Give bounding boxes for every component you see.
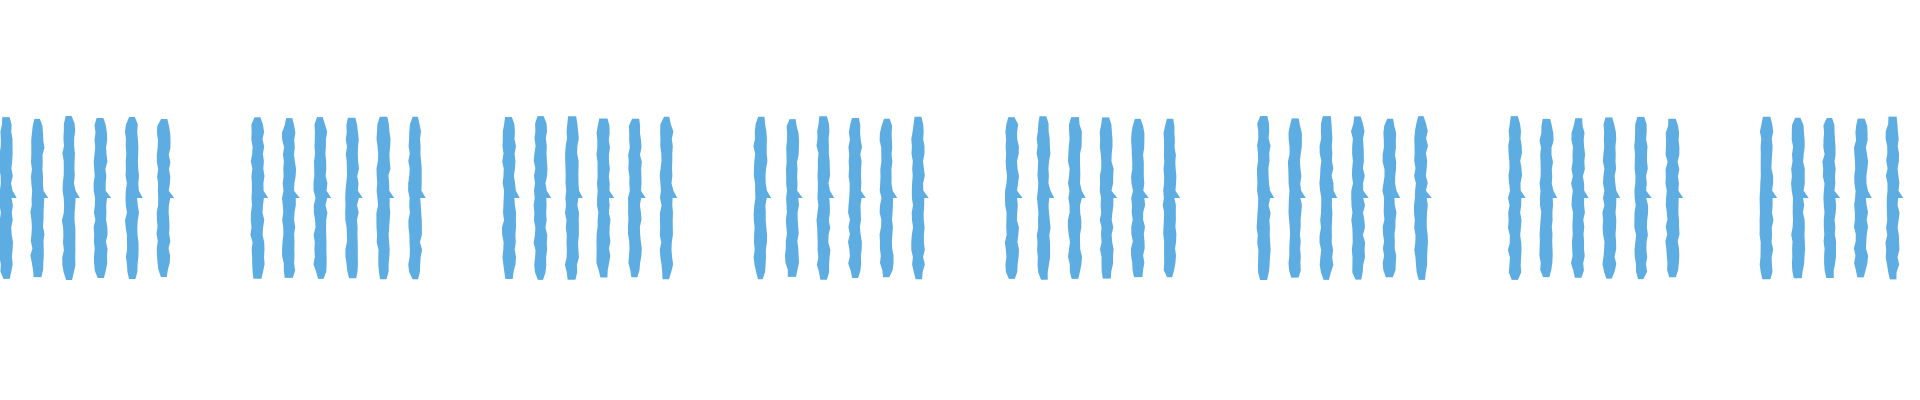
waveform-pulse — [596, 118, 615, 278]
waveform-pulse — [911, 116, 929, 280]
waveform-pulse — [1099, 117, 1118, 279]
waveform-pulse — [282, 118, 300, 278]
waveform-pulse — [1759, 116, 1778, 280]
waveform-pulse — [1162, 118, 1181, 278]
waveform-pulse — [313, 117, 332, 279]
waveform-pulse — [1853, 118, 1872, 278]
waveform-pulse — [1634, 116, 1652, 280]
waveform-pulse — [1036, 116, 1055, 280]
waveform-pulse — [0, 117, 17, 279]
waveform-pulse — [1131, 118, 1149, 278]
waveform-pulse — [408, 116, 426, 280]
waveform-pulse — [61, 116, 80, 280]
waveform-pulse — [533, 116, 552, 280]
waveform-pulse — [501, 117, 520, 279]
pulse-group-1 — [0, 116, 175, 280]
waveform-pulse — [250, 117, 269, 279]
waveform-pulse — [1351, 116, 1369, 280]
waveform-pulse — [1004, 117, 1023, 279]
waveform-pulse — [1665, 118, 1684, 278]
waveform-pulse — [1319, 116, 1338, 280]
waveform-pulse — [1067, 117, 1086, 279]
waveform-pulse — [125, 117, 143, 279]
pulse-group-6 — [1256, 116, 1432, 280]
waveform-pulse — [785, 119, 803, 277]
waveform-pulse — [1256, 116, 1275, 280]
waveform-pulse — [1382, 118, 1401, 278]
waveform-pulse — [1571, 118, 1589, 278]
waveform-pulse — [376, 116, 395, 280]
waveform-pulse — [1885, 116, 1904, 280]
waveform-pulse — [1822, 118, 1841, 278]
waveform-pulse — [1539, 118, 1558, 278]
waveform-pulse — [816, 116, 835, 280]
waveform-pulse — [879, 118, 898, 278]
pulse-group-3 — [501, 116, 678, 280]
waveform-pulse — [1507, 116, 1526, 280]
waveform-pulse — [564, 116, 583, 280]
waveform-pulse — [1414, 116, 1432, 280]
pulse-group-7 — [1507, 116, 1684, 280]
waveform-pulse — [627, 118, 646, 278]
waveform-pulse — [1791, 117, 1809, 279]
waveform-pulse — [156, 119, 175, 277]
waveform-pulse — [30, 118, 49, 278]
pulse-group-8 — [1759, 116, 1904, 280]
pulse-group-5 — [1004, 116, 1181, 280]
waveform-pulse — [1602, 117, 1621, 279]
waveform-pulse — [659, 116, 678, 280]
waveform-pulse — [93, 118, 112, 278]
waveform-pulse — [848, 118, 866, 278]
pulse-group-4 — [753, 116, 929, 280]
waveform-pulse — [345, 117, 363, 279]
waveform-pulse — [1287, 118, 1306, 278]
waveform-pulse — [753, 116, 772, 280]
pulse-group-2 — [250, 116, 426, 280]
